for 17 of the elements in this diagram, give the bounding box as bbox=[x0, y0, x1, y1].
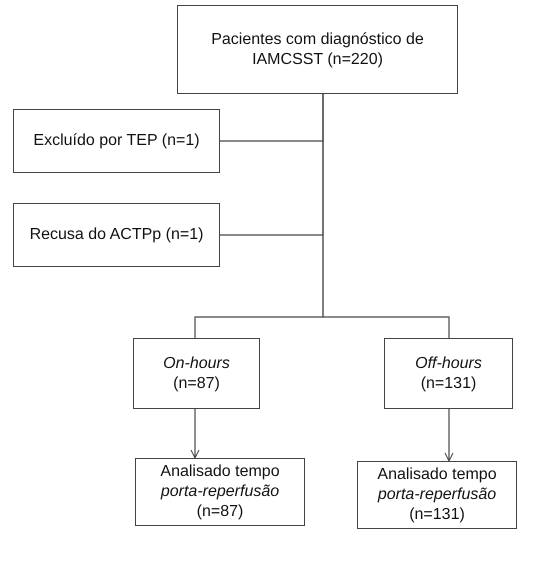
process-box bbox=[133, 338, 260, 409]
connector-line bbox=[322, 94, 450, 338]
box-text: Excluído por TEP (n=1) bbox=[33, 131, 200, 151]
process-box bbox=[357, 461, 517, 529]
process-box bbox=[135, 458, 305, 526]
process-box bbox=[177, 5, 458, 94]
box-text: On-hours (n=87) bbox=[163, 354, 230, 394]
process-box bbox=[384, 338, 513, 409]
box-text: Pacientes com diagnóstico de IAMCSST (n=220) bbox=[210, 30, 425, 70]
box-text: Off-hours (n=131) bbox=[415, 354, 482, 394]
arrow bbox=[444, 409, 454, 462]
box-text: Recusa do ACTPp (n=1) bbox=[30, 225, 204, 245]
process-box bbox=[13, 109, 220, 173]
process-box bbox=[13, 203, 220, 267]
box-text: Analisado tempo porta-reperfusão (n=131) bbox=[377, 465, 497, 525]
box-text: Analisado tempo porta-reperfusão (n=87) bbox=[160, 462, 280, 522]
arrow bbox=[190, 409, 200, 458]
